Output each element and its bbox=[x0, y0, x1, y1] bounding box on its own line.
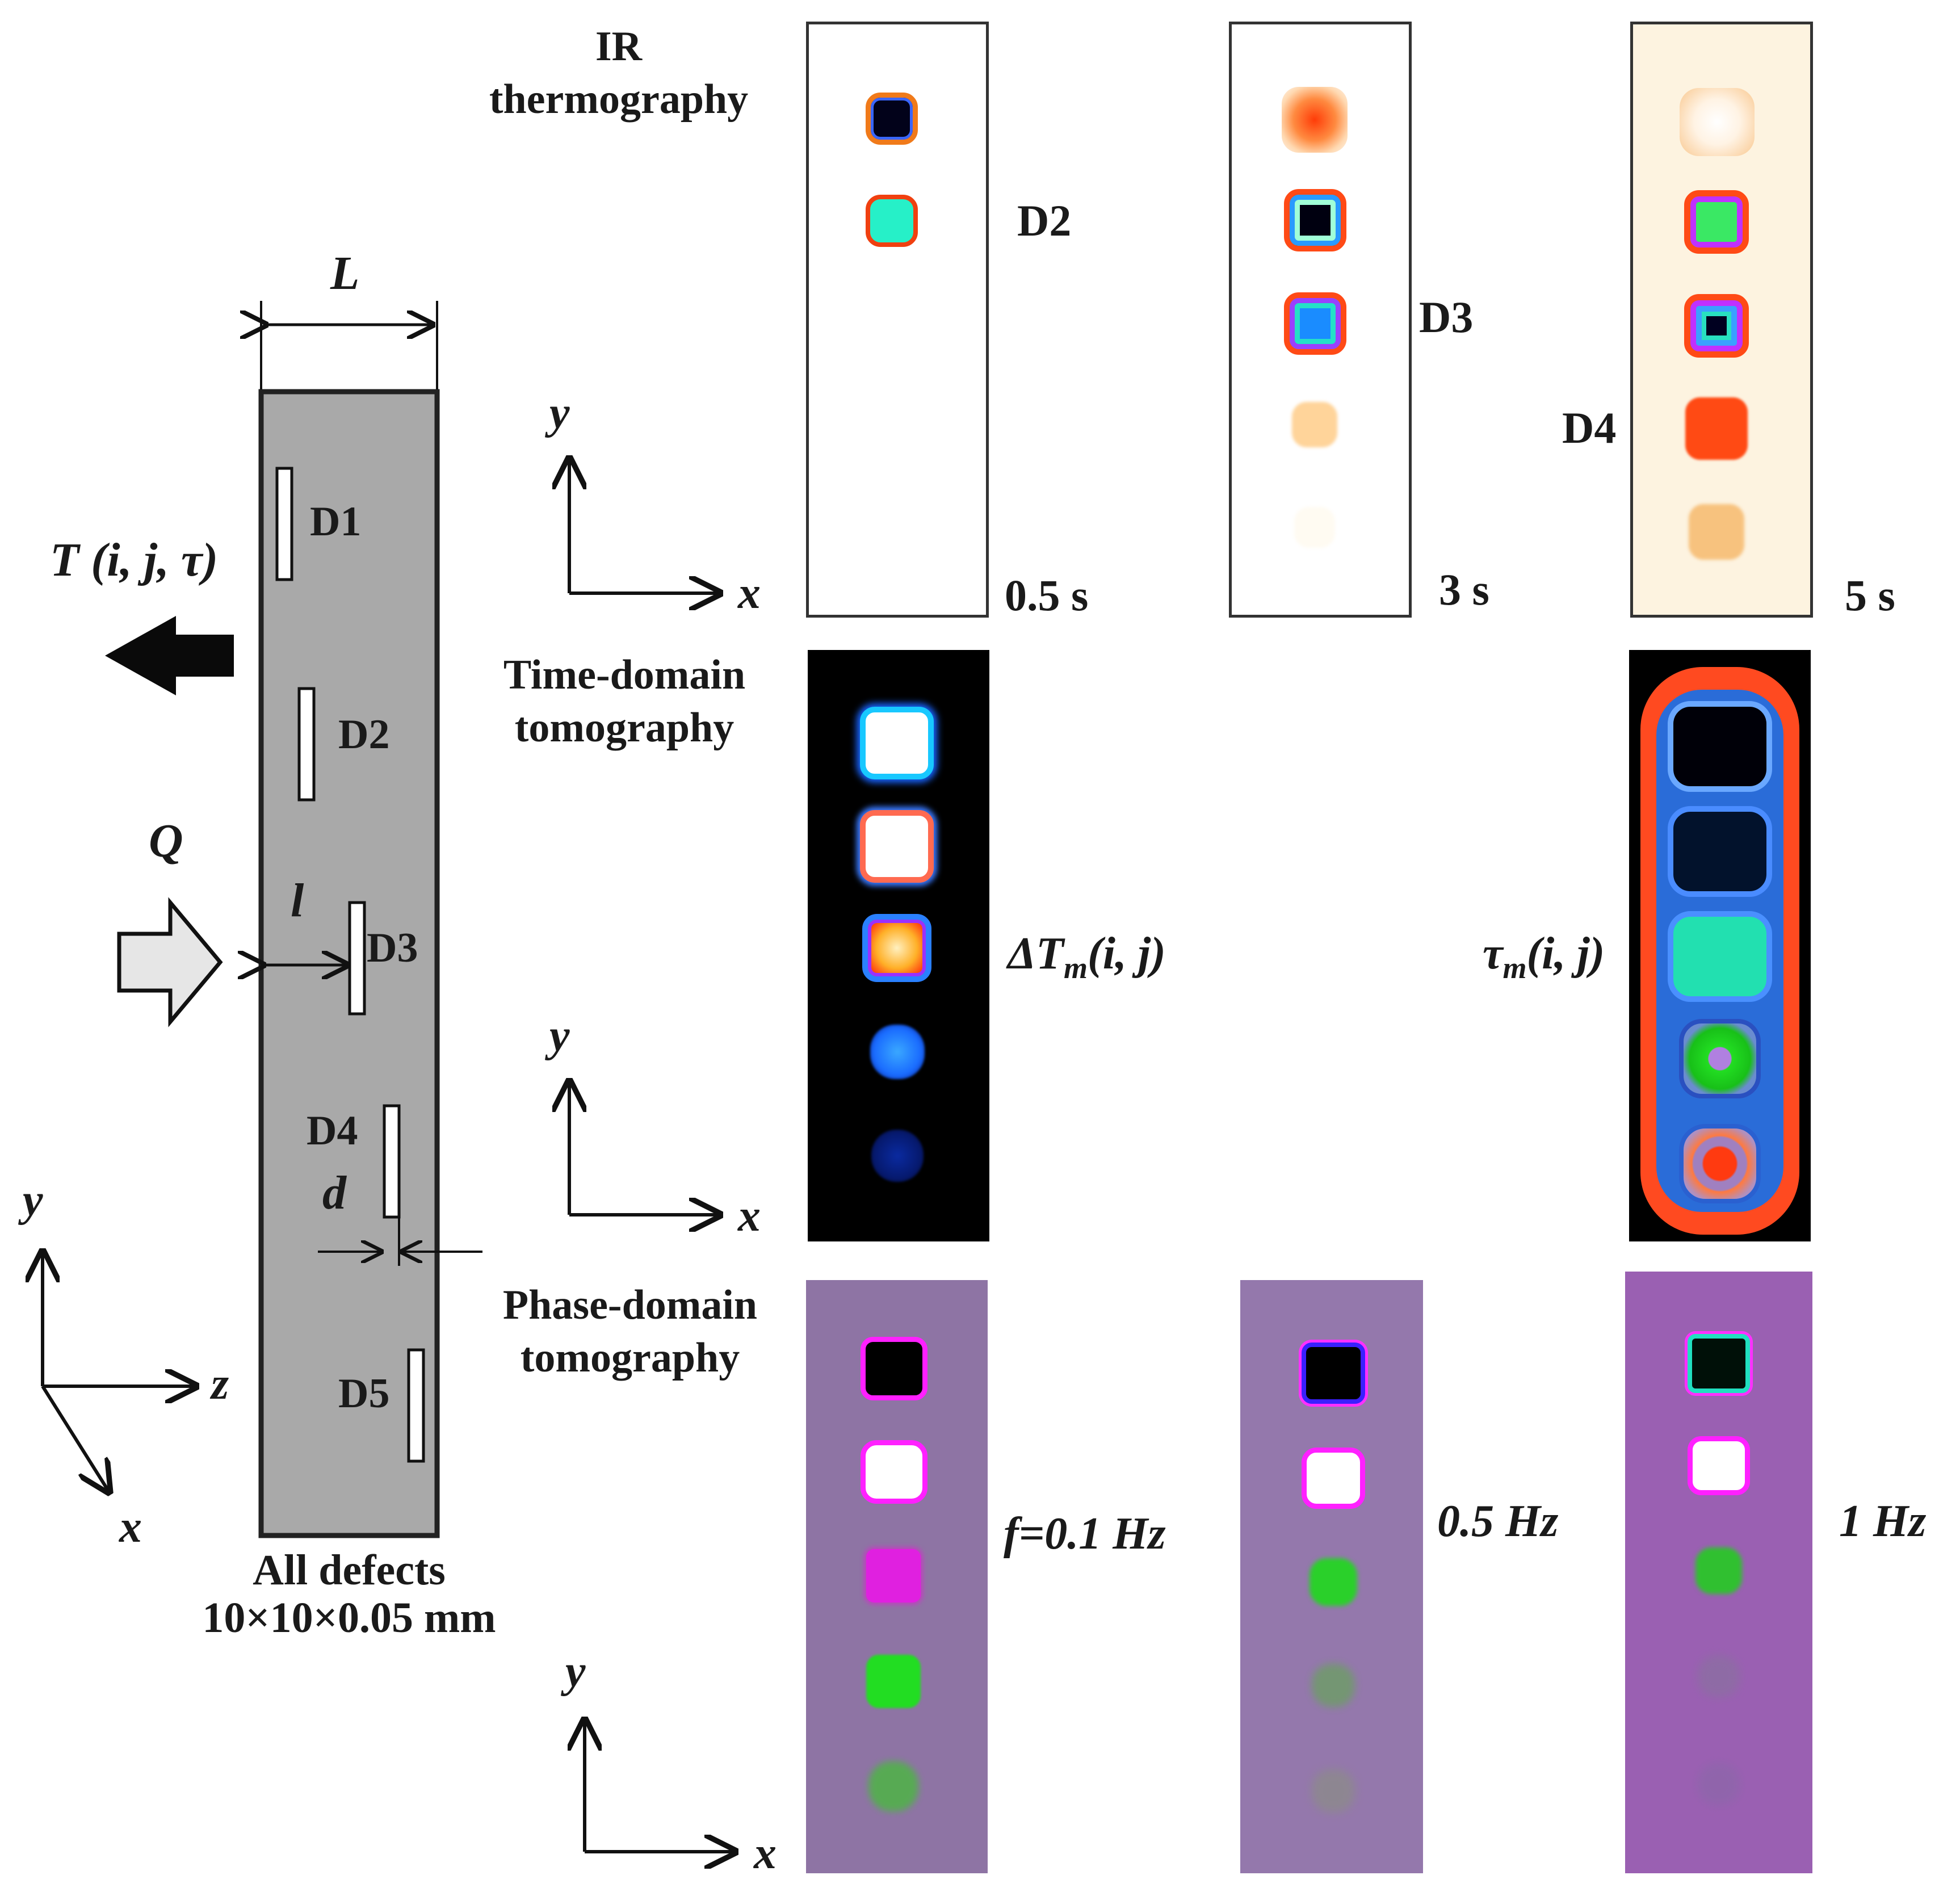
ph3-defect-d1 bbox=[1688, 1334, 1750, 1393]
ir-defect-d4 bbox=[1292, 402, 1337, 447]
dt-defect-d5 bbox=[871, 1130, 924, 1182]
ph2-defect-d2 bbox=[1302, 1448, 1365, 1509]
ir-defect-d3 bbox=[1284, 292, 1346, 355]
defect-d5 bbox=[407, 1348, 425, 1463]
ph2-defect-d3 bbox=[1310, 1558, 1357, 1606]
ph1-defect-d3 bbox=[866, 1549, 921, 1602]
defect-label-d5: D5 bbox=[338, 1370, 390, 1417]
phase-panel-0-5hz bbox=[1240, 1280, 1423, 1873]
ph3-defect-d3 bbox=[1695, 1547, 1742, 1594]
defect-d3 bbox=[348, 901, 366, 1016]
tau-defect-d3 bbox=[1668, 911, 1772, 1002]
ph3-defect-d4 bbox=[1698, 1655, 1740, 1697]
ir-defect-d4 bbox=[1685, 397, 1748, 460]
defect-d1 bbox=[275, 467, 293, 581]
time-axis-x-label: x bbox=[738, 1191, 761, 1241]
ir-defect-d5 bbox=[1294, 507, 1335, 548]
dt-defect-d3 bbox=[862, 914, 931, 982]
ir-panel-0-5s bbox=[806, 22, 989, 618]
ir-defect-d2 bbox=[1284, 189, 1346, 251]
defect-d2 bbox=[297, 687, 316, 802]
specimen-axis-z-label: z bbox=[211, 1359, 229, 1409]
ir-axis-x-label: x bbox=[738, 568, 761, 618]
tau-label: τm(i, j) bbox=[1483, 931, 1605, 983]
time-axis-y-label: y bbox=[549, 1011, 570, 1061]
phase-freq3-label: 1 Hz bbox=[1839, 1496, 1927, 1546]
defect-d4 bbox=[383, 1104, 401, 1219]
ph2-defect-d1 bbox=[1302, 1343, 1365, 1404]
phase-axis-x-label: x bbox=[754, 1828, 777, 1878]
specimen-axis-x-label: x bbox=[119, 1502, 142, 1552]
width-label: L bbox=[330, 247, 360, 300]
ph1-defect-d5 bbox=[868, 1761, 918, 1811]
defect-label-d2: D2 bbox=[338, 711, 390, 758]
heat-flux-arrow bbox=[117, 897, 223, 1027]
dt-defect-d1 bbox=[860, 707, 934, 779]
tau-subscript: m bbox=[1502, 951, 1527, 985]
delta-t-symbol: ΔT bbox=[1008, 929, 1064, 979]
ph3-defect-d5 bbox=[1698, 1763, 1740, 1805]
ir-panel3-time-label: 5 s bbox=[1845, 570, 1895, 620]
phase-panel-0-1hz bbox=[806, 1280, 988, 1873]
phase-freq1-label: f=0.1 Hz bbox=[1004, 1509, 1166, 1559]
ir-defect-d3 bbox=[1684, 294, 1749, 358]
phase-title-line2: tomography bbox=[520, 1335, 740, 1381]
ph2-defect-d5 bbox=[1312, 1769, 1355, 1813]
ir-panel1-time-label: 0.5 s bbox=[1005, 570, 1089, 620]
delta-t-subscript: m bbox=[1064, 951, 1088, 985]
ph1-defect-d4 bbox=[866, 1655, 921, 1708]
time-title-line1: Time-domain bbox=[503, 652, 746, 698]
ph1-defect-d2 bbox=[861, 1440, 927, 1504]
specimen-axis-x bbox=[41, 1385, 109, 1492]
heat-label: Q bbox=[149, 815, 183, 867]
defect-label-d3: D3 bbox=[367, 925, 418, 971]
ph1-defect-d1 bbox=[861, 1337, 927, 1400]
tau-defect-d4 bbox=[1679, 1019, 1761, 1098]
delta-t-args: (i, j) bbox=[1088, 929, 1166, 979]
ph3-defect-d2 bbox=[1688, 1436, 1750, 1495]
phase-title-line1: Phase-domain bbox=[502, 1282, 758, 1328]
ir-title-line1: IR bbox=[595, 23, 643, 70]
ir-panel-3s bbox=[1229, 22, 1412, 618]
phase-axis-y-label: y bbox=[565, 1647, 586, 1697]
thickness-label: d bbox=[322, 1167, 346, 1219]
ir-panel1-defect-label: D2 bbox=[1017, 196, 1072, 245]
ir-panel3-defect-label: D4 bbox=[1562, 403, 1617, 452]
ir-defect-d1 bbox=[1680, 88, 1755, 156]
ir-defect-d2 bbox=[1684, 190, 1749, 254]
defect-label-d4: D4 bbox=[307, 1107, 358, 1154]
dt-defect-d2 bbox=[860, 810, 934, 883]
ir-panel-5s bbox=[1630, 22, 1813, 618]
output-arrow bbox=[105, 616, 234, 695]
output-label: T (i, j, τ) bbox=[50, 534, 219, 586]
ir-defect-d5 bbox=[1689, 504, 1744, 560]
ph2-defect-d4 bbox=[1312, 1664, 1355, 1707]
tau-defect-d1 bbox=[1668, 701, 1772, 792]
ir-axis-y-label: y bbox=[549, 388, 570, 438]
ir-defect-d1 bbox=[1282, 87, 1348, 153]
tau-map bbox=[1629, 650, 1811, 1241]
tau-defect-d2 bbox=[1668, 806, 1772, 897]
time-title-line2: tomography bbox=[514, 704, 735, 751]
tau-args: (i, j) bbox=[1526, 929, 1605, 979]
delta-t-label: ΔTm(i, j) bbox=[1008, 931, 1166, 983]
ir-panel2-defect-label: D3 bbox=[1419, 292, 1474, 342]
specimen-caption-line2: 10×10×0.05 mm bbox=[202, 1594, 496, 1642]
tau-symbol: τ bbox=[1483, 929, 1503, 979]
depth-label: l bbox=[291, 874, 304, 927]
ir-defect-d2 bbox=[866, 195, 918, 247]
tau-defect-d5 bbox=[1679, 1124, 1761, 1203]
dt-defect-d4 bbox=[870, 1025, 925, 1079]
ir-panel2-time-label: 3 s bbox=[1439, 565, 1489, 614]
specimen-axis-y-label: y bbox=[23, 1176, 43, 1226]
specimen-caption-line1: All defects bbox=[253, 1546, 446, 1594]
phase-freq2-label: 0.5 Hz bbox=[1437, 1496, 1559, 1546]
phase-panel-1hz bbox=[1625, 1272, 1812, 1873]
ir-defect-d1 bbox=[866, 93, 918, 145]
ir-title-line2: thermography bbox=[489, 76, 749, 123]
delta-t-map bbox=[808, 650, 989, 1241]
defect-label-d1: D1 bbox=[310, 498, 362, 545]
